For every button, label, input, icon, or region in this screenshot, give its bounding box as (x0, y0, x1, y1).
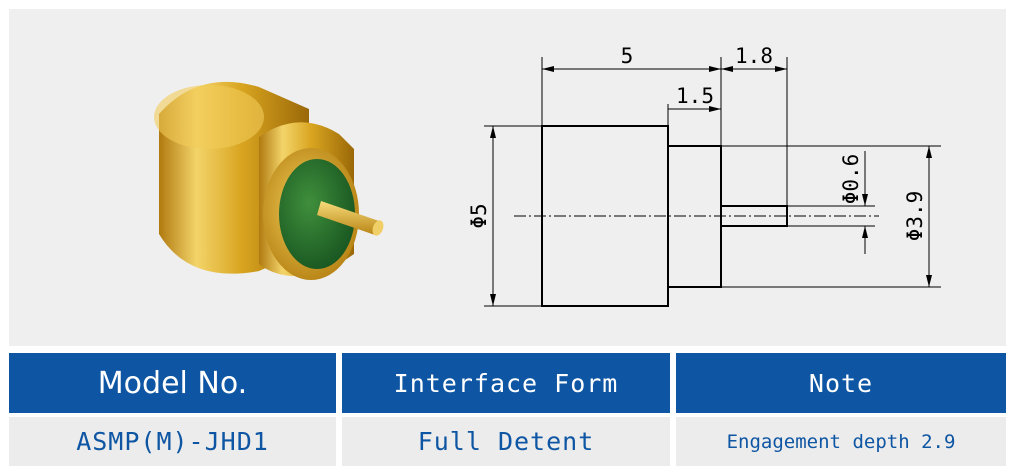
dim-label-body-diameter: Φ5 (467, 203, 491, 228)
spec-table: Model No. Interface Form Note ASMP(M)-JH… (9, 353, 1006, 466)
product-illustration-panel: 5 1.8 1.5 Φ5 Φ0.6 Φ3.9 (9, 9, 1006, 346)
header-interface-form: Interface Form (342, 353, 670, 413)
header-model-no: Model No. (9, 353, 336, 413)
dim-label-step-length: 1.5 (676, 84, 714, 108)
connector-pin (317, 201, 379, 235)
cell-model-no: ASMP(M)-JHD1 (9, 417, 336, 466)
dim-label-step-diameter: Φ3.9 (903, 191, 927, 242)
dim-label-pin-length: 1.8 (735, 44, 773, 68)
dim-label-body-length: 5 (621, 44, 634, 68)
cell-interface-form: Full Detent (342, 417, 670, 466)
dimension-drawing: 5 1.8 1.5 Φ5 Φ0.6 Φ3.9 (467, 44, 941, 307)
insulator-green (279, 159, 355, 269)
header-note: Note (676, 353, 1006, 413)
connector-3d-render (154, 81, 384, 280)
dim-label-pin-diameter: Φ0.6 (839, 154, 863, 205)
cell-note: Engagement depth 2.9 (676, 417, 1006, 466)
